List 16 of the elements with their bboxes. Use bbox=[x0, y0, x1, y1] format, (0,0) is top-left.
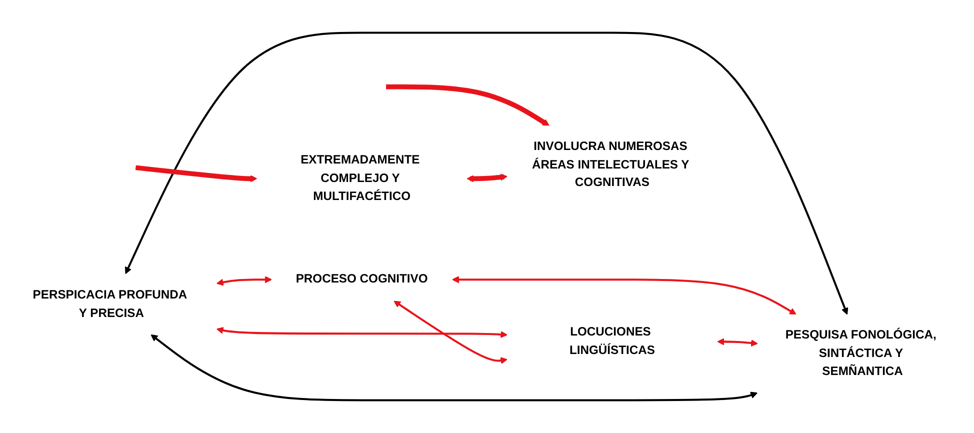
arrow bbox=[452, 276, 796, 315]
node-text: EXTREMADAMENTE COMPLEJO Y MULTIFACÉTICO bbox=[300, 153, 420, 204]
node-text: LOCUCIONES LINGÜÍSTICAS bbox=[569, 325, 655, 358]
arrow bbox=[386, 84, 550, 126]
arrow bbox=[216, 276, 272, 286]
arrow bbox=[466, 174, 508, 182]
arrow bbox=[135, 165, 258, 182]
arrow bbox=[717, 338, 758, 347]
arrow bbox=[150, 334, 758, 402]
node-text: PROCESO COGNITIVO bbox=[296, 272, 428, 286]
arrow bbox=[394, 300, 508, 364]
arrow bbox=[216, 326, 508, 338]
node-text: INVOLUCRA NUMEROSAS ÁREAS INTELECTUALES Y COGNITIVAS bbox=[532, 139, 690, 190]
node-text: PERSPICACIA PROFUNDA Y PRECISA bbox=[32, 288, 187, 320]
node-text: PESQUISA FONOLÓGICA, SINTÁCTICA Y SEMÑANTICA bbox=[785, 328, 936, 378]
arrow bbox=[125, 32, 848, 315]
